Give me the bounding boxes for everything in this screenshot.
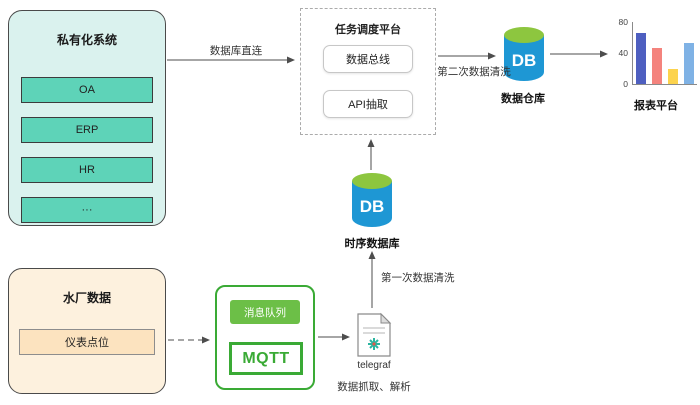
message-queue-box: 消息队列 xyxy=(230,300,300,324)
private-system-title: 私有化系统 xyxy=(56,33,117,47)
chart-bar-3 xyxy=(684,43,694,84)
chart-bar-0 xyxy=(636,33,646,84)
private-system-item-oa: OA xyxy=(21,77,153,103)
mqtt-logo: MQTT xyxy=(229,342,303,375)
water-plant-item-points: 仪表点位 xyxy=(19,329,155,355)
private-system-item-hr: HR xyxy=(21,157,153,183)
private-system-item-more: ··· xyxy=(21,197,153,223)
task-item-data-bus: 数据总线 xyxy=(323,45,413,73)
edge-label-second-clean: 第二次数据清洗 xyxy=(437,66,511,78)
database-icon-warehouse: DB xyxy=(504,27,544,81)
db-icon-text: DB xyxy=(360,197,385,216)
private-system-group: 私有化系统 OA ERP HR ··· xyxy=(8,10,166,226)
timeseries-db-label: 时序数据库 xyxy=(344,238,400,250)
db-icon-text: DB xyxy=(512,51,537,70)
telegraf-caption: 数据抓取、解析 xyxy=(337,381,411,393)
chart-ytick-80: 80 xyxy=(618,17,628,27)
private-system-item-erp: ERP xyxy=(21,117,153,143)
telegraf-label: telegraf xyxy=(357,360,391,371)
report-platform-label: 报表平台 xyxy=(634,100,678,112)
chart-bar-1 xyxy=(652,48,662,84)
chart-ytick-40: 40 xyxy=(618,48,628,58)
warehouse-label: 数据仓库 xyxy=(501,93,545,105)
chart-bar-2 xyxy=(668,69,678,84)
task-platform-group: 任务调度平台 数据总线 API抽取 xyxy=(300,8,436,135)
task-platform-title: 任务调度平台 xyxy=(335,24,401,36)
task-item-api-extract: API抽取 xyxy=(323,90,413,118)
chart-ytick-0: 0 xyxy=(623,79,628,89)
water-plant-title: 水厂数据 xyxy=(62,291,111,305)
edge-label-db-direct: 数据库直连 xyxy=(209,45,263,57)
database-icon-timeseries: DB xyxy=(352,173,392,227)
mqtt-group: 消息队列 MQTT xyxy=(215,285,315,390)
chart-plot xyxy=(632,22,697,85)
water-plant-group: 水厂数据 仪表点位 xyxy=(8,268,166,394)
report-chart: 80 40 0 xyxy=(612,14,700,92)
telegraf-file-icon xyxy=(357,312,392,357)
edge-label-first-clean: 第一次数据清洗 xyxy=(381,272,455,284)
